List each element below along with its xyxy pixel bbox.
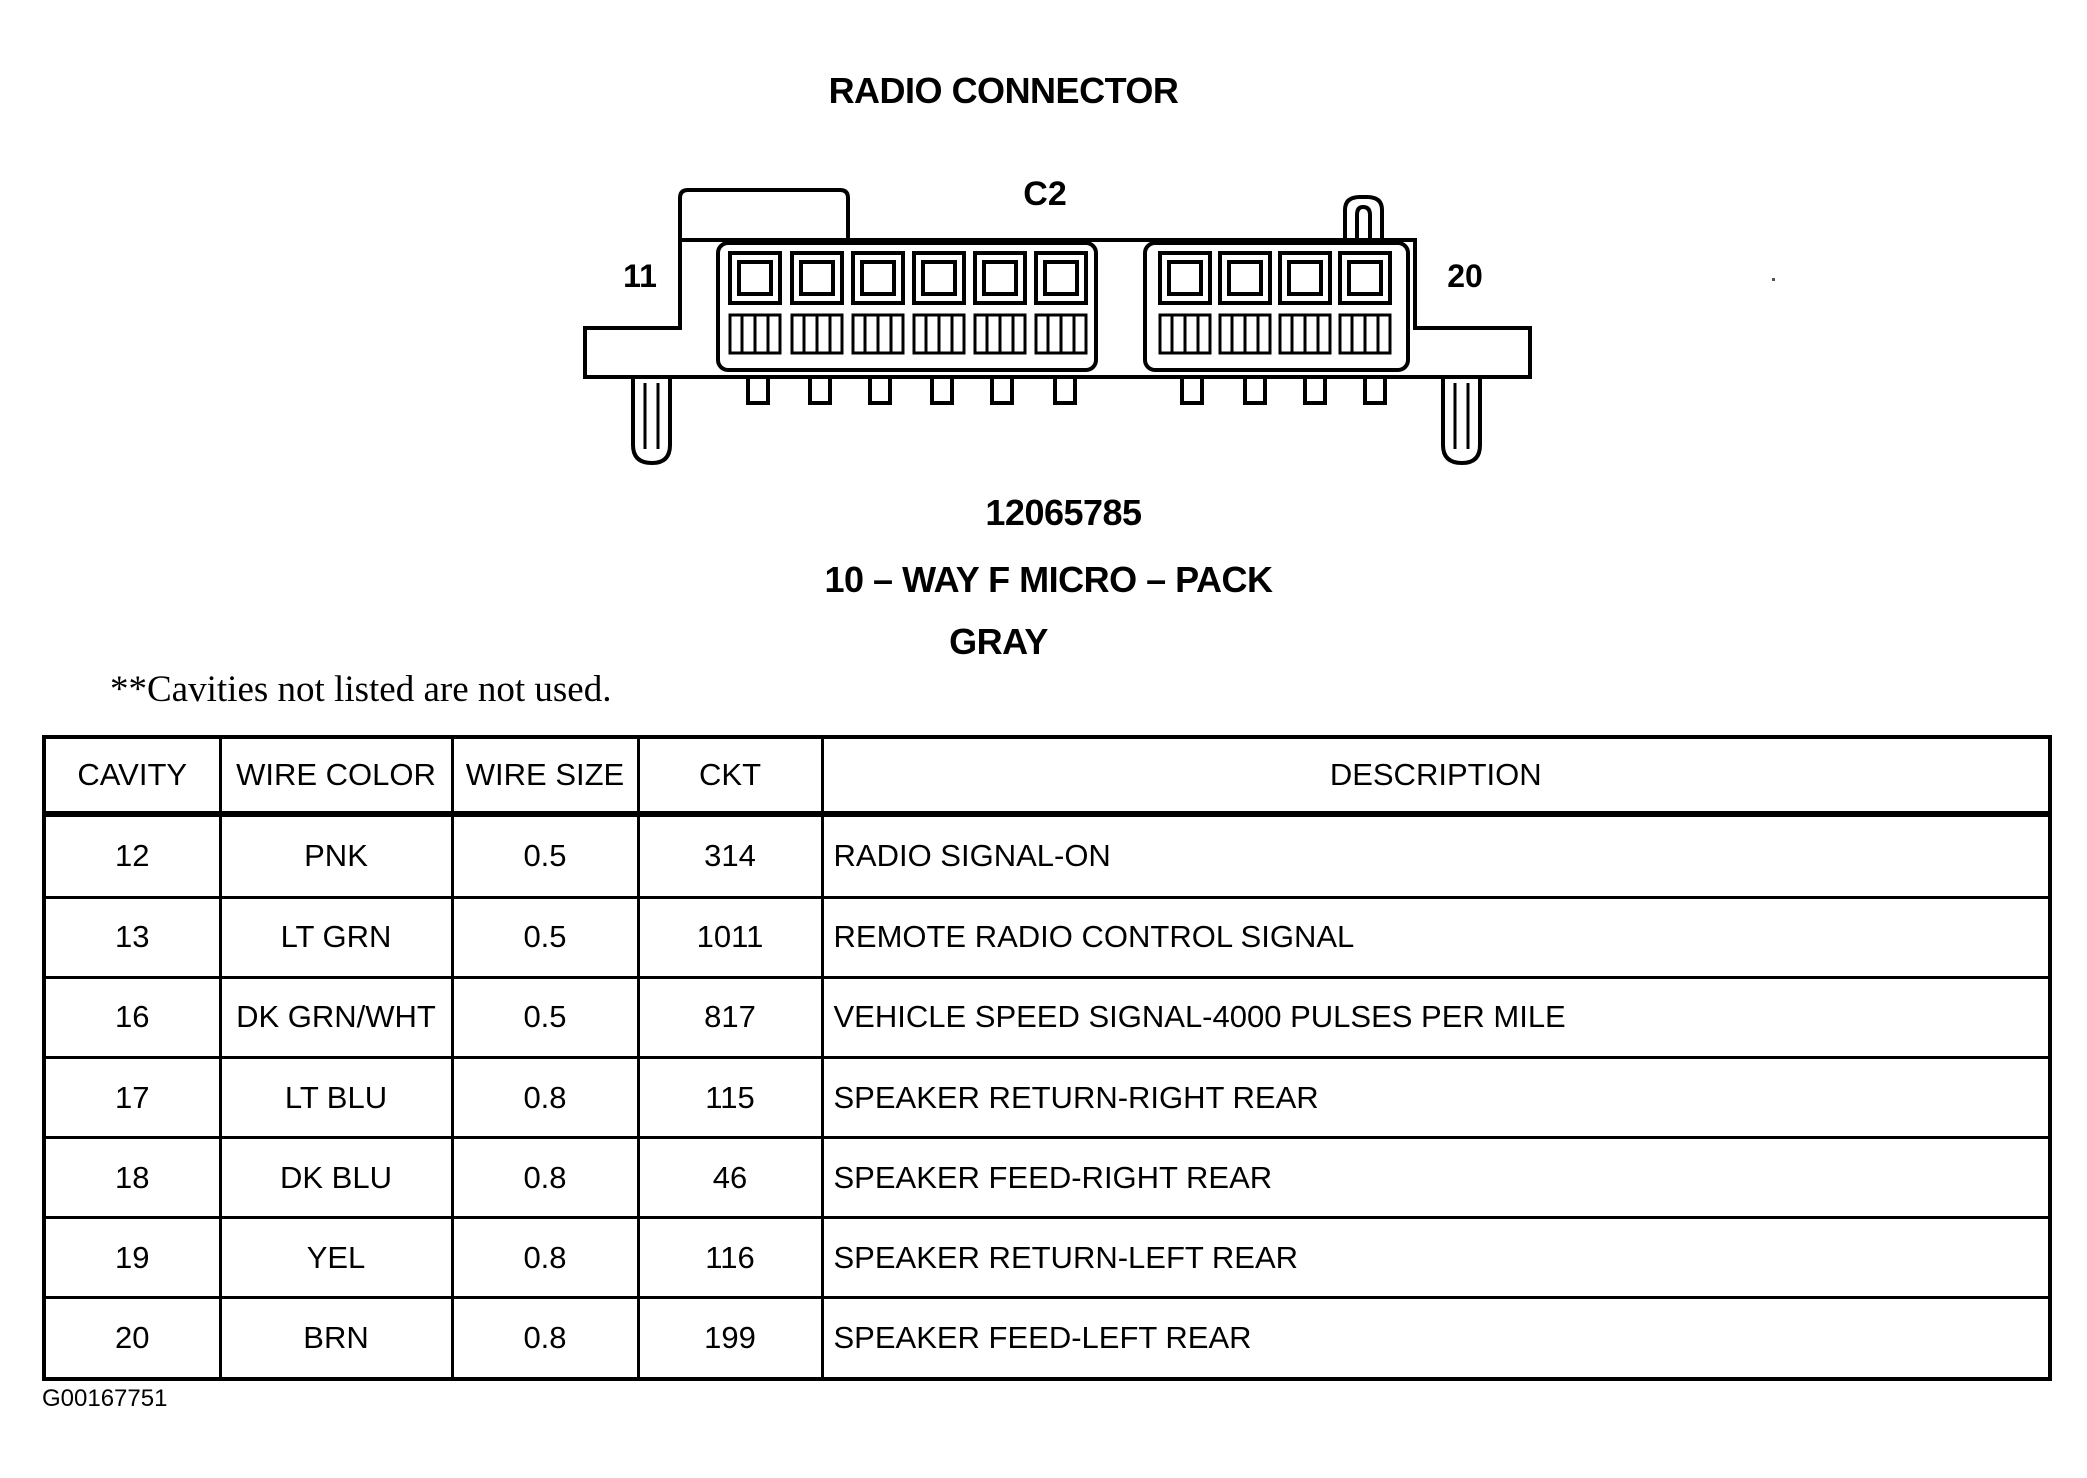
header-cavity: CAVITY bbox=[42, 735, 222, 817]
cell-cavity: 12 bbox=[42, 812, 222, 899]
cell-wire-size: 0.8 bbox=[450, 1296, 640, 1381]
cell-wire-color: PNK bbox=[218, 812, 454, 899]
left-cavity-label: 11 bbox=[623, 258, 657, 294]
cell-description: SPEAKER RETURN-RIGHT REAR bbox=[820, 1055, 2052, 1140]
connector-drawing: C2 11 20 bbox=[583, 175, 1532, 466]
table-header-row: CAVITY WIRE COLOR WIRE SIZE CKT DESCRIPT… bbox=[42, 735, 2052, 817]
cell-ckt: 1011 bbox=[636, 895, 824, 979]
cell-cavity: 18 bbox=[42, 1136, 222, 1220]
cell-wire-color: DK GRN/WHT bbox=[218, 975, 454, 1059]
table-row: 16 DK GRN/WHT 0.5 817 VEHICLE SPEED SIGN… bbox=[42, 975, 2052, 1059]
cell-ckt: 116 bbox=[636, 1216, 824, 1300]
cell-wire-size: 0.8 bbox=[450, 1055, 640, 1140]
cell-cavity: 13 bbox=[42, 895, 222, 979]
header-description: DESCRIPTION bbox=[820, 735, 2052, 817]
cell-cavity: 20 bbox=[42, 1296, 222, 1381]
part-number: 12065785 bbox=[985, 492, 1142, 533]
cell-ckt: 46 bbox=[636, 1136, 824, 1220]
cell-cavity: 16 bbox=[42, 975, 222, 1059]
table-row: 17 LT BLU 0.8 115 SPEAKER RETURN-RIGHT R… bbox=[42, 1055, 2052, 1140]
cell-wire-size: 0.8 bbox=[450, 1136, 640, 1220]
part-type: 10 – WAY F MICRO – PACK bbox=[824, 559, 1273, 600]
cell-wire-color: DK BLU bbox=[218, 1136, 454, 1220]
table-row: 20 BRN 0.8 199 SPEAKER FEED-LEFT REAR bbox=[42, 1296, 2052, 1381]
unused-cavities-note: **Cavities not listed are not used. bbox=[110, 669, 612, 710]
cell-wire-color: LT GRN bbox=[218, 895, 454, 979]
pinout-table: CAVITY WIRE COLOR WIRE SIZE CKT DESCRIPT… bbox=[42, 735, 2052, 1381]
cell-wire-size: 0.5 bbox=[450, 812, 640, 899]
cell-wire-color: BRN bbox=[218, 1296, 454, 1381]
cell-description: SPEAKER FEED-RIGHT REAR bbox=[820, 1136, 2052, 1220]
cell-description: SPEAKER RETURN-LEFT REAR bbox=[820, 1216, 2052, 1300]
connector-id-label: C2 bbox=[1023, 175, 1066, 213]
table-row: 12 PNK 0.5 314 RADIO SIGNAL-ON bbox=[42, 812, 2052, 899]
cell-wire-size: 0.5 bbox=[450, 975, 640, 1059]
cell-ckt: 817 bbox=[636, 975, 824, 1059]
header-wire-size: WIRE SIZE bbox=[450, 735, 640, 817]
table-row: 18 DK BLU 0.8 46 SPEAKER FEED-RIGHT REAR bbox=[42, 1136, 2052, 1220]
cell-description: SPEAKER FEED-LEFT REAR bbox=[820, 1296, 2052, 1381]
figure-code: G00167751 bbox=[42, 1385, 168, 1412]
right-cavity-label: 20 bbox=[1447, 258, 1483, 294]
diagram-title: RADIO CONNECTOR bbox=[828, 70, 1179, 111]
cell-description: REMOTE RADIO CONTROL SIGNAL bbox=[820, 895, 2052, 979]
table-row: 13 LT GRN 0.5 1011 REMOTE RADIO CONTROL … bbox=[42, 895, 2052, 979]
cell-wire-size: 0.8 bbox=[450, 1216, 640, 1300]
cell-description: VEHICLE SPEED SIGNAL-4000 PULSES PER MIL… bbox=[820, 975, 2052, 1059]
table-row: 19 YEL 0.8 116 SPEAKER RETURN-LEFT REAR bbox=[42, 1216, 2052, 1300]
cell-description: RADIO SIGNAL-ON bbox=[820, 812, 2052, 899]
header-ckt: CKT bbox=[636, 735, 824, 817]
cell-wire-size: 0.5 bbox=[450, 895, 640, 979]
part-color: GRAY bbox=[949, 621, 1048, 662]
cell-ckt: 115 bbox=[636, 1055, 824, 1140]
cell-wire-color: YEL bbox=[218, 1216, 454, 1300]
stray-dot bbox=[1772, 278, 1775, 281]
cell-cavity: 19 bbox=[42, 1216, 222, 1300]
header-wire-color: WIRE COLOR bbox=[218, 735, 454, 817]
cell-ckt: 199 bbox=[636, 1296, 824, 1381]
cell-wire-color: LT BLU bbox=[218, 1055, 454, 1140]
cell-ckt: 314 bbox=[636, 812, 824, 899]
cell-cavity: 17 bbox=[42, 1055, 222, 1140]
